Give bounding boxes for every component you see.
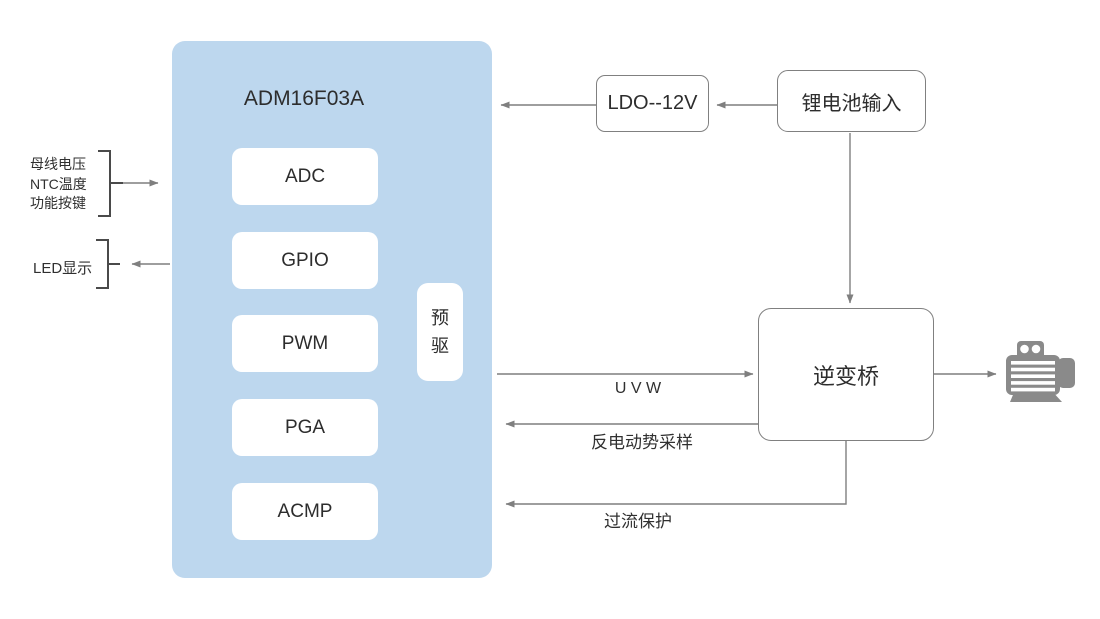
- chip-block-gpio: GPIO: [232, 232, 378, 289]
- overcurrent-protect-label: 过流保护: [604, 512, 672, 531]
- inputs-label-bus-voltage: 母线电压: [30, 156, 86, 172]
- bracket-led: [96, 239, 109, 289]
- motor-icon: [1004, 340, 1076, 404]
- uvw-signal-label: U V W: [614, 380, 662, 397]
- node-ldo: LDO--12V: [596, 75, 709, 132]
- bracket-inputs: [98, 150, 111, 217]
- inputs-label-function-key: 功能按键: [30, 195, 86, 211]
- node-battery: 锂电池输入: [777, 70, 926, 132]
- arrow-ocp-inverter-to-chip: [505, 441, 847, 508]
- chip-block-acmp: ACMP: [232, 483, 378, 540]
- chip-block-pga: PGA: [232, 399, 378, 456]
- chip-block-adc: ADC: [232, 148, 378, 205]
- inputs-label-ntc-temp: NTC温度: [30, 175, 87, 192]
- inputs-label-group: 母线电压 NTC温度 功能按键: [30, 155, 87, 214]
- chip-adm16f03a: ADM16F03A ADC GPIO PWM PGA ACMP 预驱: [172, 41, 492, 578]
- back-emf-sampling-label: 反电动势采样: [591, 433, 693, 452]
- predriver-label: 预驱: [431, 308, 449, 356]
- node-inverter: 逆变桥: [758, 308, 934, 441]
- chip-title: ADM16F03A: [243, 87, 365, 110]
- chip-block-pwm: PWM: [232, 315, 378, 372]
- led-display-label: LED显示: [33, 260, 93, 277]
- chip-block-predriver: 预驱: [417, 283, 463, 381]
